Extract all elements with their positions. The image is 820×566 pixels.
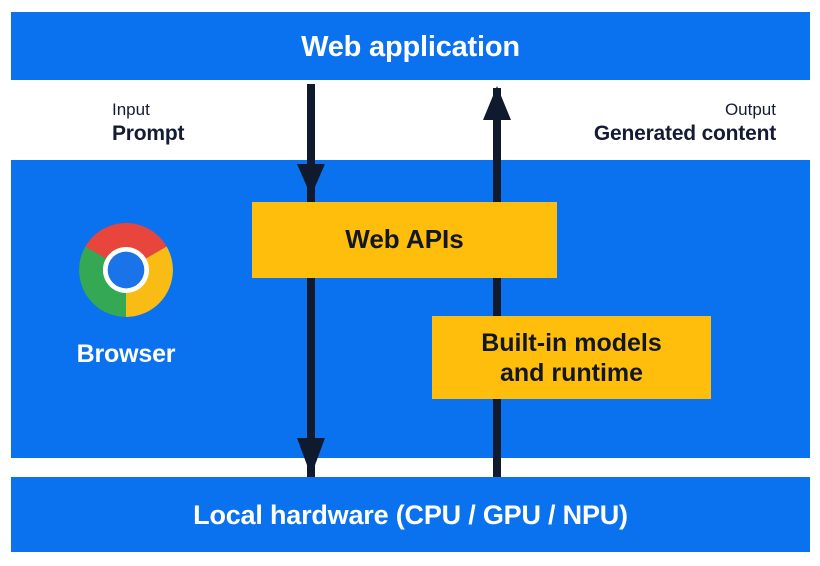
output-kind-label: Output bbox=[724, 100, 776, 119]
browser-label: Browser bbox=[76, 340, 176, 368]
box-built-in-models-line1: Built-in models bbox=[481, 328, 662, 357]
box-web-apis[interactable]: Web APIs bbox=[252, 202, 557, 278]
box-web-apis-label: Web APIs bbox=[345, 224, 464, 255]
output-arrow-up bbox=[483, 86, 511, 478]
input-arrow-down bbox=[297, 84, 325, 478]
output-value-label: Generated content bbox=[593, 121, 776, 145]
band-local-hardware: Local hardware (CPU / GPU / NPU) bbox=[11, 477, 810, 552]
band-web-application-label: Web application bbox=[301, 31, 520, 63]
chrome-logo-icon bbox=[79, 223, 173, 317]
box-built-in-models-line2: and runtime bbox=[499, 358, 644, 387]
input-kind-label: Input bbox=[112, 100, 150, 119]
input-value-label: Prompt bbox=[112, 121, 185, 145]
box-built-in-models-label: Built-in models and runtime bbox=[481, 328, 662, 388]
input-label-group: Input Prompt bbox=[112, 99, 185, 148]
band-local-hardware-label: Local hardware (CPU / GPU / NPU) bbox=[193, 500, 628, 530]
band-web-application: Web application bbox=[11, 12, 810, 80]
box-built-in-models[interactable]: Built-in models and runtime bbox=[432, 316, 711, 399]
output-label-group: Output Generated content bbox=[594, 99, 776, 148]
